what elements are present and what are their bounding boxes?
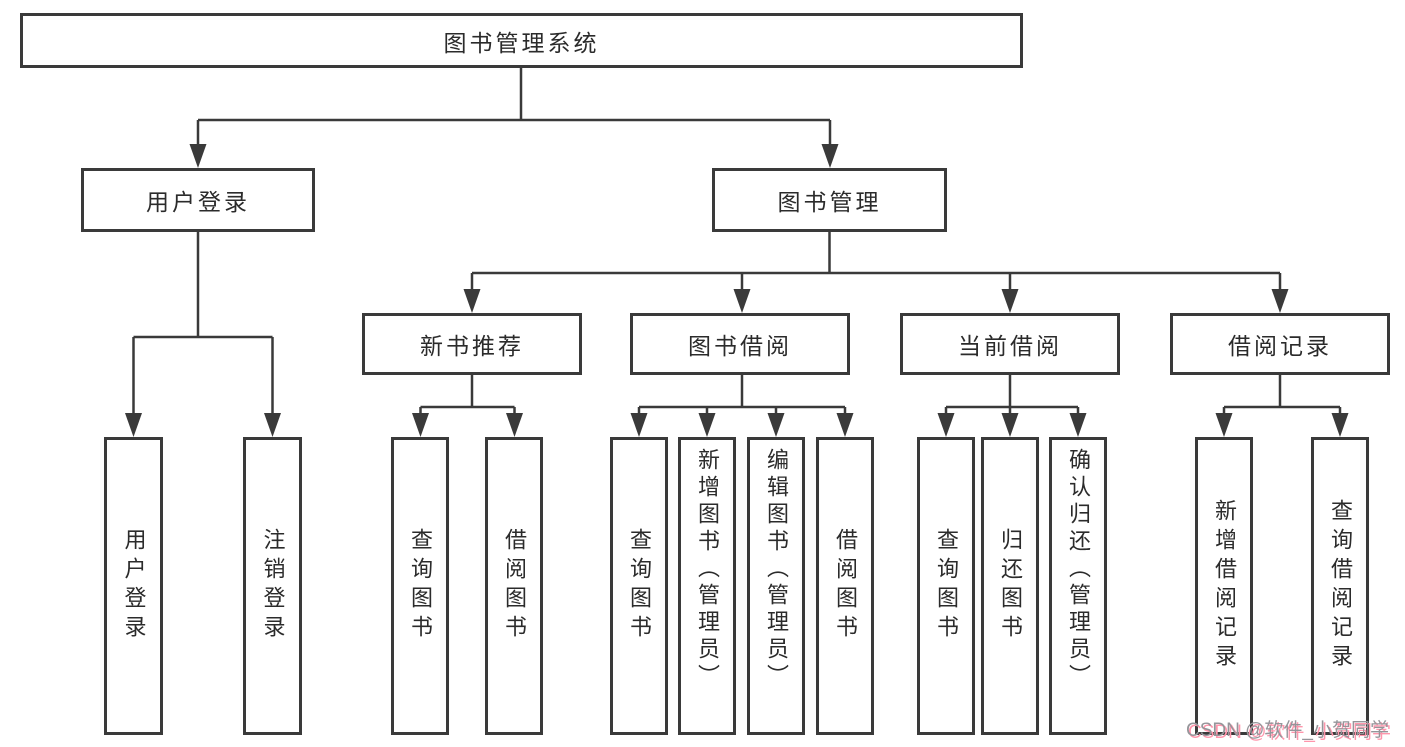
connector-user-login <box>125 232 281 437</box>
leaf-cb-return-book: 归还图书 <box>981 437 1039 735</box>
node-user-login: 用户登录 <box>81 168 315 232</box>
leaf-nbr-borrow-book: 借阅图书 <box>485 437 543 735</box>
leaf-user-login: 用户登录 <box>104 437 163 735</box>
node-book-management: 图书管理 <box>712 168 947 232</box>
node-book-management-label: 图书管理 <box>777 189 882 215</box>
leaf-bb-borrow-book-label: 借阅图书 <box>833 528 858 644</box>
node-user-login-label: 用户登录 <box>146 189 250 215</box>
leaf-cb-confirm-return-admin: 确认归还（管理员） <box>1049 437 1107 735</box>
node-root-label: 图书管理系统 <box>443 29 600 56</box>
leaf-br-query-record: 查询借阅记录 <box>1311 437 1369 735</box>
leaf-bb-query-book-label: 查询图书 <box>627 528 652 644</box>
connector-book-management <box>463 232 1289 313</box>
connector-book-borrow <box>630 375 854 437</box>
leaf-cb-query-book-label: 查询图书 <box>934 528 959 644</box>
leaf-user-login-label: 用户登录 <box>121 528 147 644</box>
leaf-bb-add-book-admin: 新增图书（管理员） <box>678 437 736 735</box>
connector-new-book-recommend <box>412 375 523 437</box>
connector-borrow-record <box>1215 375 1349 437</box>
leaf-cb-return-book-label: 归还图书 <box>998 528 1023 644</box>
node-borrow-record: 借阅记录 <box>1170 313 1390 375</box>
leaf-br-add-record: 新增借阅记录 <box>1195 437 1253 735</box>
leaf-logout-label: 注销登录 <box>260 528 286 644</box>
watermark: CSDN @软件_小贺同学 <box>1186 720 1389 741</box>
leaf-bb-edit-book-admin-label: 编辑图书（管理员） <box>764 448 789 691</box>
node-new-book-recommend: 新书推荐 <box>362 313 582 375</box>
leaf-br-query-record-label: 查询借阅记录 <box>1328 499 1353 673</box>
leaf-bb-edit-book-admin: 编辑图书（管理员） <box>747 437 805 735</box>
node-new-book-recommend-label: 新书推荐 <box>420 333 524 359</box>
leaf-nbr-borrow-book-label: 借阅图书 <box>502 528 527 644</box>
leaf-bb-borrow-book: 借阅图书 <box>816 437 874 735</box>
leaf-nbr-query-book-label: 查询图书 <box>408 528 433 644</box>
node-borrow-record-label: 借阅记录 <box>1228 333 1332 359</box>
node-book-borrow: 图书借阅 <box>630 313 850 375</box>
node-book-borrow-label: 图书借阅 <box>688 333 792 359</box>
leaf-logout: 注销登录 <box>243 437 302 735</box>
leaf-bb-query-book: 查询图书 <box>610 437 668 735</box>
leaf-br-add-record-label: 新增借阅记录 <box>1212 499 1237 673</box>
leaf-cb-query-book: 查询图书 <box>917 437 975 735</box>
connector-root <box>189 68 839 168</box>
leaf-cb-confirm-return-admin-label: 确认归还（管理员） <box>1066 448 1091 691</box>
leaf-bb-add-book-admin-label: 新增图书（管理员） <box>695 448 720 691</box>
leaf-nbr-query-book: 查询图书 <box>391 437 449 735</box>
node-current-borrow-label: 当前借阅 <box>958 333 1062 359</box>
node-current-borrow: 当前借阅 <box>900 313 1120 375</box>
node-root: 图书管理系统 <box>20 13 1023 68</box>
connector-current-borrow <box>937 375 1087 437</box>
